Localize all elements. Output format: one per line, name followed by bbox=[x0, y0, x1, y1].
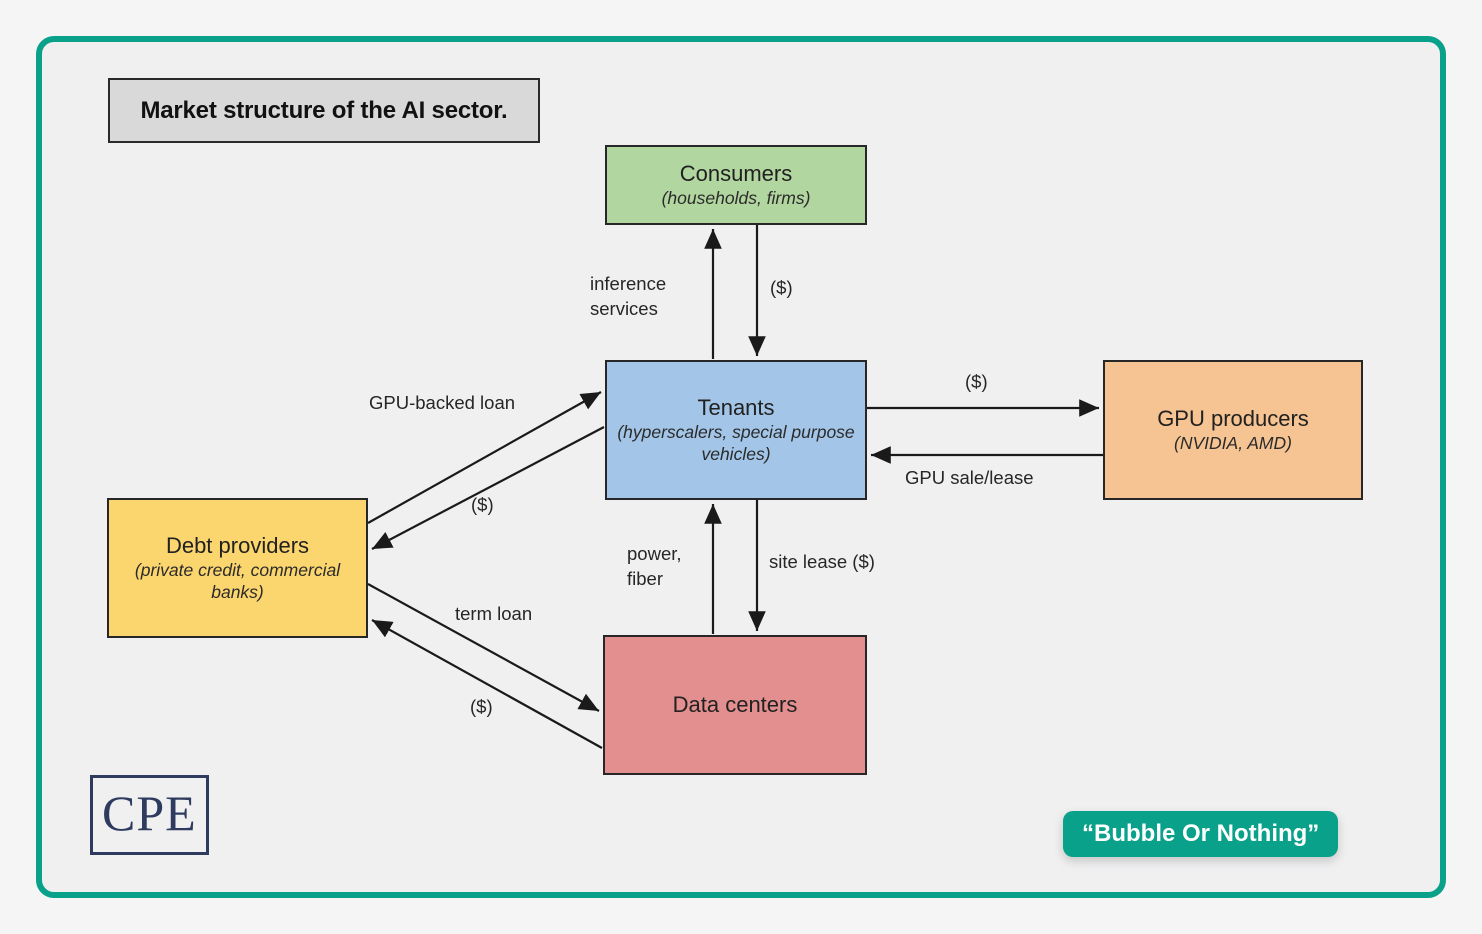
edge-label-inference-services: inference services bbox=[590, 273, 667, 319]
cpe-logo: CPE bbox=[90, 775, 209, 855]
node-data-centers: Data centers bbox=[603, 635, 867, 775]
node-debt-providers-subtitle: (private credit, commercial banks) bbox=[134, 559, 341, 602]
edge-label-tenants-payment-to-debt: ($) bbox=[471, 494, 494, 515]
node-gpu-producers-title: GPU producers bbox=[1157, 406, 1309, 432]
node-tenants: Tenants (hyperscalers, special purpose v… bbox=[605, 360, 867, 500]
edge-label-power-fiber: power, fiber bbox=[627, 543, 682, 589]
edge-label-site-lease: site lease ($) bbox=[769, 551, 875, 572]
node-tenants-title: Tenants bbox=[697, 395, 775, 421]
edge-label-tenants-payment-to-gpu: ($) bbox=[965, 371, 988, 392]
node-consumers-subtitle: (households, firms) bbox=[661, 187, 811, 208]
node-gpu-producers: GPU producers (NVIDIA, AMD) bbox=[1103, 360, 1363, 500]
node-data-centers-title: Data centers bbox=[672, 692, 798, 718]
node-consumers-title: Consumers bbox=[679, 161, 793, 187]
node-debt-providers: Debt providers (private credit, commerci… bbox=[107, 498, 368, 638]
node-gpu-producers-subtitle: (NVIDIA, AMD) bbox=[1174, 432, 1292, 453]
edge-label-gpu-backed-loan: GPU-backed loan bbox=[369, 392, 516, 413]
node-debt-providers-title: Debt providers bbox=[165, 533, 310, 559]
edge-label-data-centers-payment: ($) bbox=[470, 696, 493, 717]
bubble-or-nothing-badge: “Bubble Or Nothing” bbox=[1063, 811, 1339, 857]
diagram-title: Market structure of the AI sector. bbox=[108, 78, 540, 143]
node-consumers: Consumers (households, firms) bbox=[605, 145, 867, 225]
edge-label-gpu-sale-lease: GPU sale/lease bbox=[905, 467, 1034, 488]
edge-label-term-loan: term loan bbox=[455, 603, 533, 624]
edge-label-consumers-payment: ($) bbox=[770, 277, 793, 298]
node-tenants-subtitle: (hyperscalers, special purpose vehicles) bbox=[617, 421, 855, 464]
